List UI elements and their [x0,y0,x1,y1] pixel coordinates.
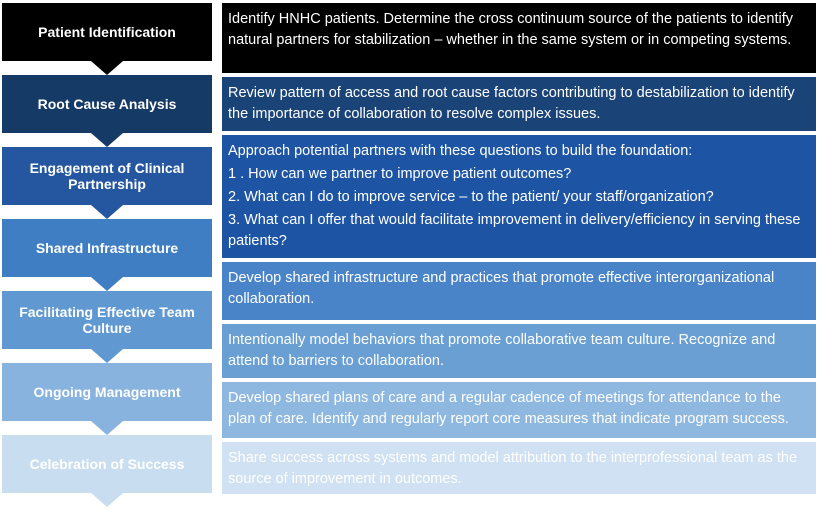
description-shared-infrastructure: Develop shared infrastructure and practi… [222,262,816,320]
down-arrow-icon [91,205,123,219]
description-text: Intentionally model behaviors that promo… [228,332,776,369]
down-arrow-icon [91,493,123,507]
step-label: Patient Identification [38,24,176,40]
down-arrow-icon [91,421,123,435]
description-text: Identify HNHC patients. Determine the cr… [228,11,793,48]
step-shared-infrastructure: Shared Infrastructure [2,219,212,277]
description-team-culture: Intentionally model behaviors that promo… [222,324,816,378]
down-arrow-icon [91,61,123,75]
step-root-cause-analysis: Root Cause Analysis [2,75,212,133]
down-arrow-icon [91,277,123,291]
description-text: Develop shared infrastructure and practi… [228,270,775,307]
down-arrow-icon [91,133,123,147]
description-patient-identification: Identify HNHC patients. Determine the cr… [222,3,816,73]
step-engagement-clinical-partnership: Engagement of Clinical Partnership [2,147,212,205]
description-ongoing-management: Develop shared plans of care and a regul… [222,382,816,438]
description-celebration-of-success: Share success across systems and model a… [222,442,816,494]
down-arrow-icon [91,349,123,363]
description-engagement-clinical-partnership: Approach potential partners with these q… [222,135,816,258]
description-text: Review pattern of access and root cause … [228,85,795,122]
step-ongoing-management: Ongoing Management [2,363,212,421]
step-patient-identification: Patient Identification [2,3,212,61]
description-text: Share success across systems and model a… [228,450,798,487]
step-label: Shared Infrastructure [35,240,179,256]
description-text: Develop shared plans of care and a regul… [228,390,789,427]
description-intro: Approach potential partners with these q… [228,143,693,159]
step-label: Engagement of Clinical Partnership [29,160,185,192]
step-facilitating-team-culture: Facilitating Effective Team Culture [2,291,212,349]
step-label: Facilitating Effective Team Culture [19,304,195,336]
question-2: 2. What can I do to improve service – to… [228,189,714,205]
question-1: 1 . How can we partner to improve patien… [228,166,572,182]
step-label: Root Cause Analysis [37,96,177,112]
question-3: 3. What can I offer that would facilitat… [228,212,801,249]
step-celebration-of-success: Celebration of Success [2,435,212,493]
description-root-cause-analysis: Review pattern of access and root cause … [222,77,816,131]
step-label: Ongoing Management [33,384,181,400]
step-label: Celebration of Success [29,456,185,472]
